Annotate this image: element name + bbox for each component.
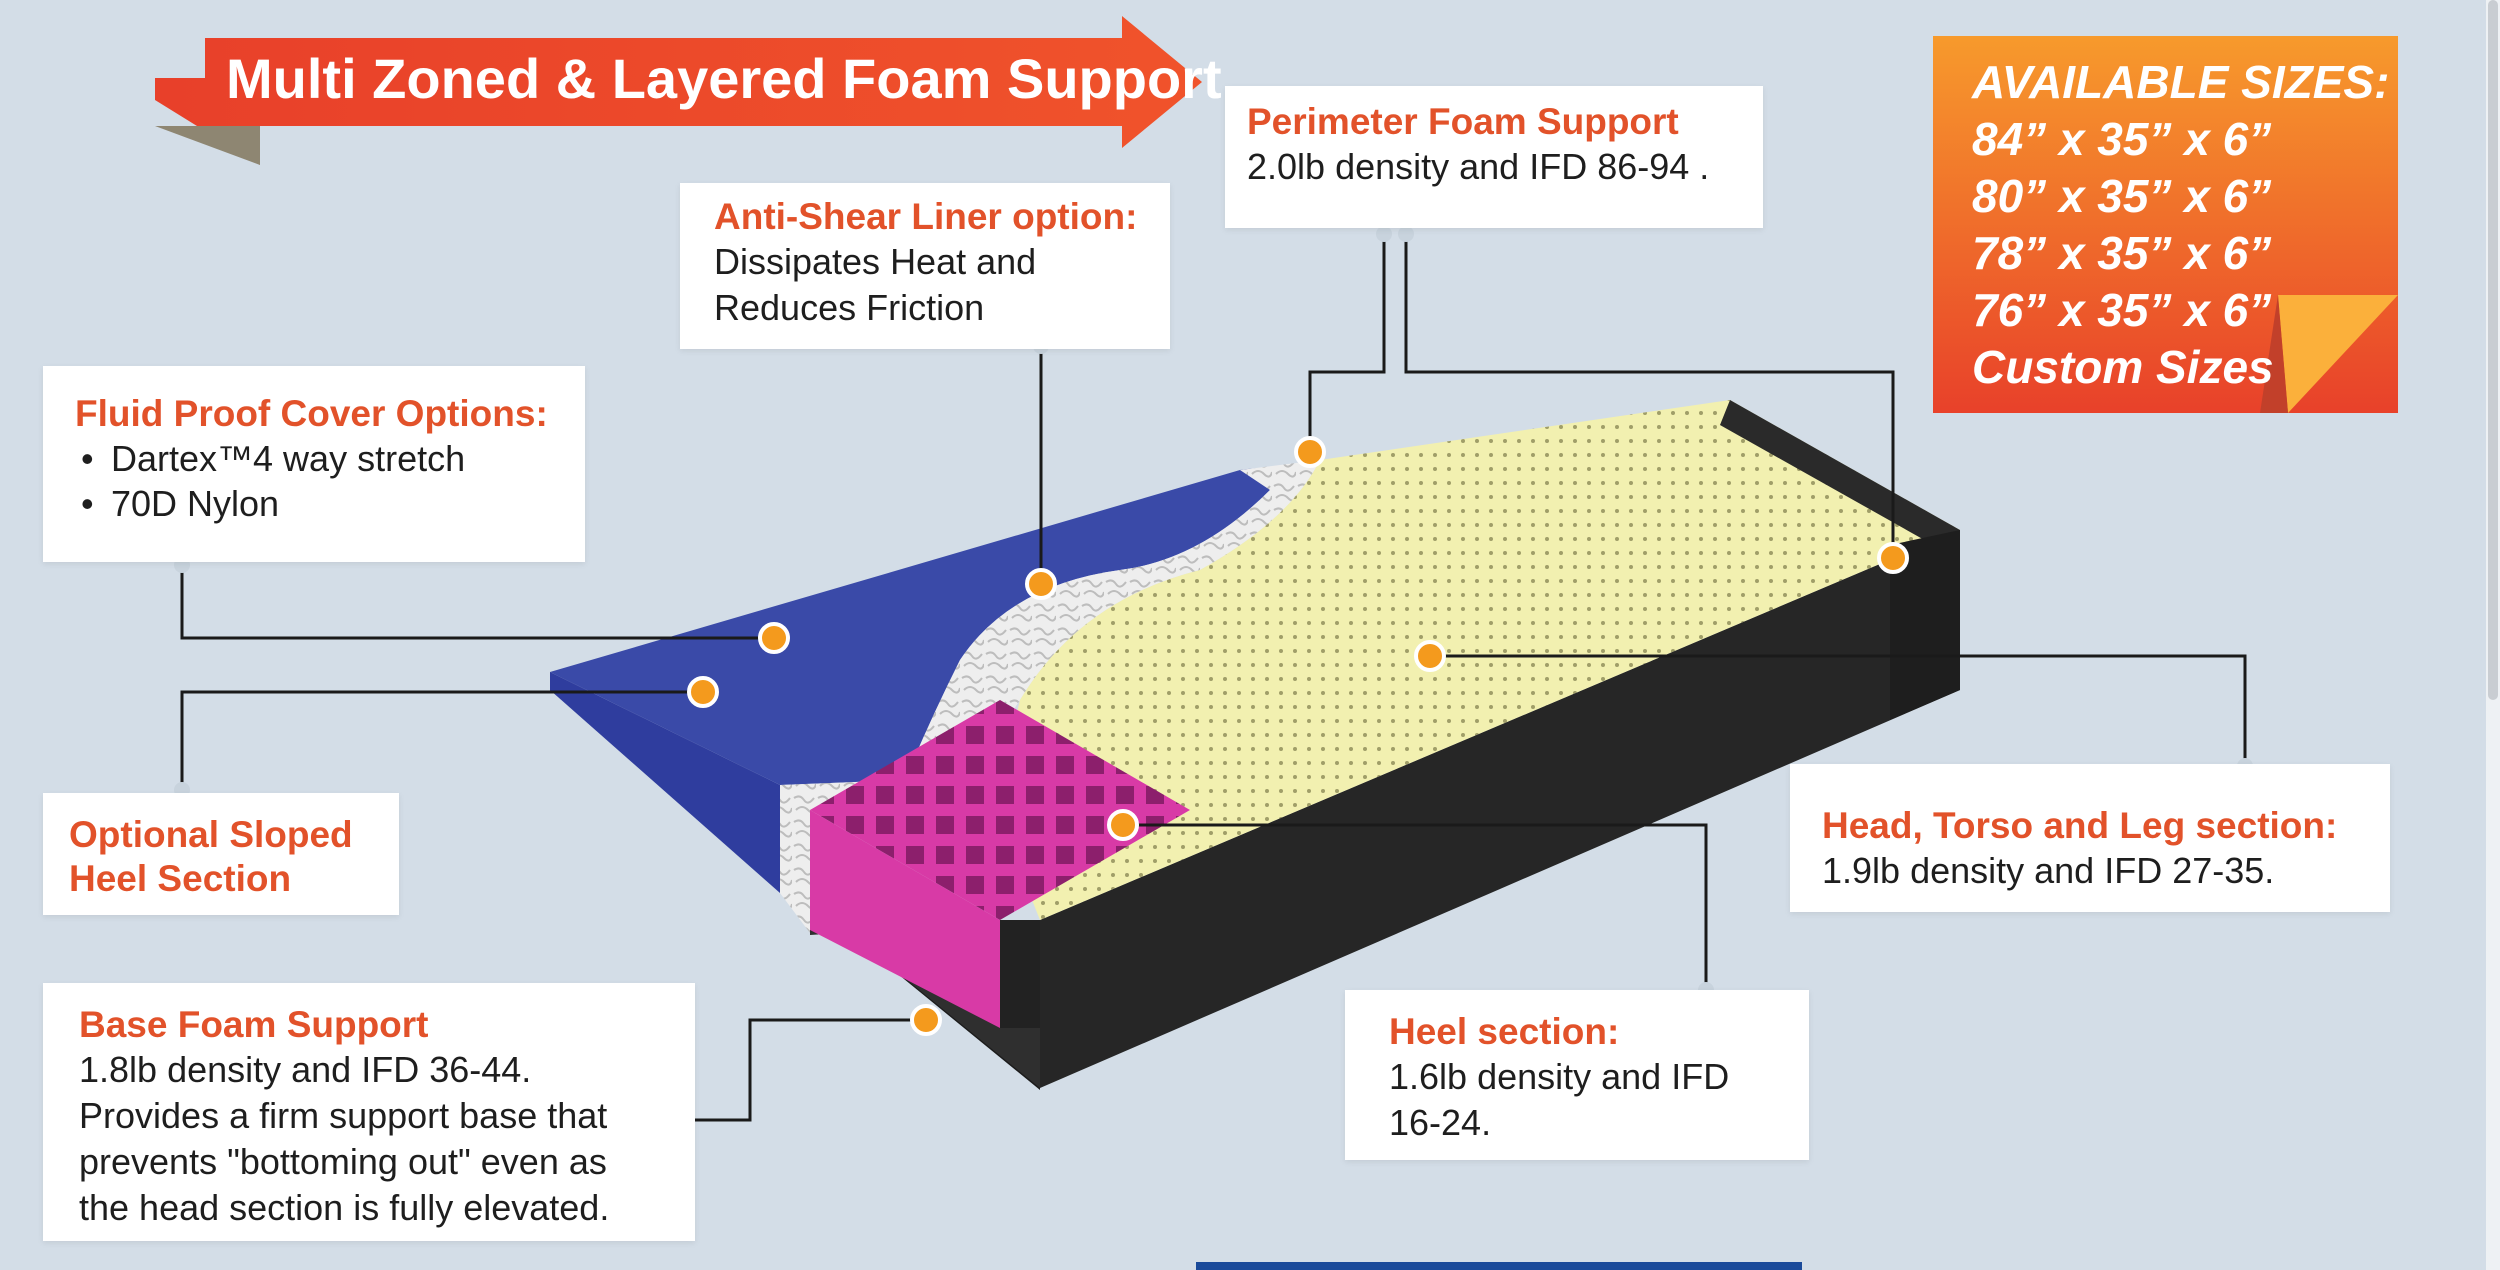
list-item: 70D Nylon [75,481,585,526]
callout-anti-shear: Anti-Shear Liner option: Dissipates Heat… [680,183,1170,349]
callout-perimeter-foam: Perimeter Foam Support 2.0lb density and… [1225,86,1763,228]
size-item: 78” x 35” x 6” [1972,227,2272,279]
callout-title: Anti-Shear Liner option: [714,196,1138,237]
callout-title: Fluid Proof Cover Options: [75,393,548,434]
marker-dots [687,436,1909,1036]
size-item: 80” x 35” x 6” [1972,170,2272,222]
callout-text: 16-24. [1389,1102,1492,1143]
callout-title: Perimeter Foam Support [1247,101,1679,142]
callout-heel-section: Heel section: 1.6lb density and IFD 16-2… [1345,990,1809,1160]
list-item: Dartex™4 way stretch [75,436,585,481]
banner-title: Multi Zoned & Layered Foam Support [226,47,1222,110]
callout-fluid-proof-cover: Fluid Proof Cover Options: Dartex™4 way … [43,366,585,562]
size-item: 84” x 35” x 6” [1972,113,2272,165]
scrollbar-thumb[interactable] [2488,0,2498,700]
cover-options-list: Dartex™4 way stretch 70D Nylon [75,436,585,526]
callout-sloped-heel: Optional Sloped Heel Section [43,793,399,915]
sizes-card [1933,36,2398,413]
callout-text: 2.0lb density and IFD 86-94 . [1247,146,1710,187]
scrollbar-track[interactable] [2486,0,2500,1270]
callout-text: the head section is fully elevated. [79,1187,610,1228]
callout-title: Head, Torso and Leg section: [1822,805,2338,846]
callout-title: Base Foam Support [79,1004,429,1045]
callout-text: 1.6lb density and IFD [1389,1056,1730,1097]
mattress [550,400,1960,1090]
size-item: 76” x 35” x 6” [1972,284,2272,336]
callout-text: 1.8lb density and IFD 36-44. [79,1049,532,1090]
callout-head-torso-leg: Head, Torso and Leg section: 1.9lb densi… [1790,764,2390,912]
callout-text: 1.9lb density and IFD 27-35. [1822,850,2275,891]
sizes-list: AVAILABLE SIZES: 84” x 35” x 6” 80” x 35… [1972,54,2389,396]
sizes-heading: AVAILABLE SIZES: [1972,56,2390,108]
callout-title: Optional Sloped [69,814,353,855]
banner-arrow [155,16,1202,165]
callout-base-foam: Base Foam Support 1.8lb density and IFD … [43,983,695,1241]
callout-title: Heel Section [69,858,292,899]
size-item: Custom Sizes [1972,341,2274,393]
callout-text: Dissipates Heat and [714,241,1037,282]
callout-text: Provides a firm support base that [79,1095,608,1136]
bottom-accent-bar [1196,1262,1802,1270]
callout-text: prevents "bottoming out" even as [79,1141,607,1182]
callout-title: Heel section: [1389,1011,1620,1052]
callout-text: Reduces Friction [714,287,985,328]
leader-lines [180,234,2247,1122]
